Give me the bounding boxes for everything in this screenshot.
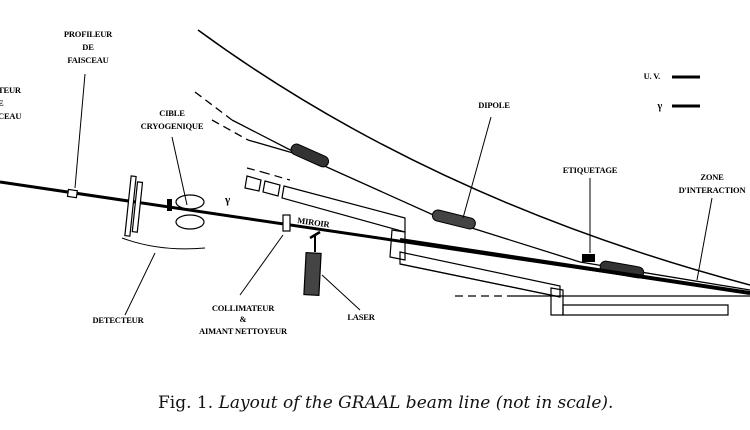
label-line: TEUR	[0, 85, 22, 95]
label-gamma-beam: γ	[224, 194, 230, 206]
label-line: COLLIMATEUR	[212, 303, 275, 313]
target-coil-lower	[175, 214, 205, 230]
label-profileur: PROFILEUR DE FAISCEAU	[64, 29, 114, 65]
label-collimateur: COLLIMATEUR & AIMANT NETTOYEUR	[199, 303, 288, 336]
laser-pointer	[321, 274, 361, 311]
label-left-cut: TEUR E CEAU	[0, 85, 22, 121]
caption-text: Layout of the GRAAL beam line (not in sc…	[218, 393, 614, 413]
target-pointer	[171, 136, 188, 206]
label-line: E	[0, 98, 4, 108]
label-laser: LASER	[347, 312, 375, 322]
label-line: FAISCEAU	[67, 55, 108, 65]
label-detecteur: DETECTEUR	[92, 315, 144, 325]
label-line: CIBLE	[159, 108, 185, 118]
label-dipole: DIPOLE	[478, 100, 510, 110]
tagging-detector	[582, 254, 595, 262]
label-cible: CIBLE CRYOGENIQUE	[141, 108, 204, 131]
label-zone: ZONE D'INTERACTION	[679, 172, 747, 195]
shielding-blocks	[244, 167, 750, 316]
label-miroir: MIROIR	[297, 215, 331, 230]
profiler-pointer	[74, 73, 86, 189]
beam-profiler	[66, 188, 79, 199]
label-line: D'INTERACTION	[679, 185, 747, 195]
collimator-pointer	[239, 234, 284, 296]
storage-ring-arc	[197, 29, 750, 286]
dashed-trajectory-2	[211, 119, 249, 141]
label-etiquetage: ETIQUETAGE	[563, 165, 618, 175]
legend: U. V. γ	[644, 71, 700, 112]
interaction-zone-pointer	[696, 197, 713, 281]
legend-label-uv: U. V.	[644, 71, 661, 81]
figure-caption: Fig. 1. Layout of the GRAAL beam line (n…	[158, 393, 613, 413]
detector-plate-2	[131, 181, 144, 233]
label-line: CRYOGENIQUE	[141, 121, 204, 131]
collimator	[282, 214, 291, 232]
detector-plate-1	[124, 175, 137, 237]
caption-prefix: Fig. 1.	[158, 393, 214, 413]
label-line: AIMANT NETTOYEUR	[199, 326, 288, 336]
detector-arc	[121, 237, 206, 250]
legend-label-gamma: γ	[657, 101, 663, 112]
label-line: ZONE	[700, 172, 724, 182]
dipole-magnet-2	[431, 209, 476, 230]
label-line: PROFILEUR	[64, 29, 113, 39]
dipole-pointer	[462, 116, 492, 219]
label-line: CEAU	[0, 111, 21, 121]
detector-pointer	[124, 252, 156, 316]
gamma-beam-line-thick	[399, 238, 750, 295]
target-cell	[167, 199, 172, 211]
label-line: DE	[82, 42, 94, 52]
target-coil-upper	[175, 194, 205, 210]
label-line: &	[240, 314, 247, 324]
dashed-trajectory-1	[194, 91, 233, 121]
dipole-magnet-1	[290, 143, 330, 168]
laser	[303, 252, 322, 297]
